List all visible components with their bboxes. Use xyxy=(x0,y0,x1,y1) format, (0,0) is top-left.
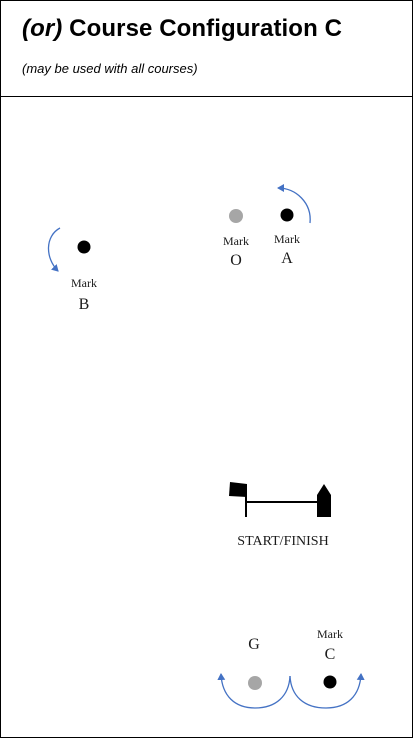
mark-b-word: Mark xyxy=(71,276,97,290)
mark-g-letter: G xyxy=(248,636,260,653)
gate-rounding-arrow xyxy=(217,673,291,709)
mark-b-rounding-arrow xyxy=(47,227,61,272)
mark-o-letter: O xyxy=(230,252,242,269)
mark-a-word: Mark xyxy=(274,232,300,246)
mark-a-rounding-arrow xyxy=(277,184,311,224)
mark-b-buoy xyxy=(77,240,91,254)
subtitle: (may be used with all courses) xyxy=(22,61,198,76)
mark-b-letter: B xyxy=(79,296,90,313)
title-prefix: (or) xyxy=(22,15,63,42)
title-main: Course Configuration C xyxy=(69,15,343,42)
start-finish-label: START/FINISH xyxy=(237,534,328,549)
mark-o: Mark O xyxy=(223,209,249,269)
mark-o-buoy xyxy=(229,209,243,223)
mark-c: Mark C xyxy=(317,627,343,689)
mark-g-buoy xyxy=(248,676,262,690)
mark-a: Mark A xyxy=(274,184,311,267)
start-finish-line: START/FINISH xyxy=(229,482,331,549)
committee-flag-icon xyxy=(229,482,247,497)
mark-c-letter: C xyxy=(325,646,336,663)
gate-rounding-arrow xyxy=(289,673,365,709)
mark-o-word: Mark xyxy=(223,234,249,248)
mark-b: Mark B xyxy=(47,227,97,313)
pin-boat-icon xyxy=(317,484,331,517)
mark-a-letter: A xyxy=(281,250,293,267)
committee-flag-pole xyxy=(245,484,247,517)
mark-c-word: Mark xyxy=(317,627,343,641)
mark-c-buoy xyxy=(323,675,337,689)
mark-a-buoy xyxy=(280,208,294,222)
header: (or) Course Configuration C (may be used… xyxy=(1,1,412,97)
page-title: (or) Course Configuration C xyxy=(22,15,342,43)
mark-g: G xyxy=(248,636,262,690)
